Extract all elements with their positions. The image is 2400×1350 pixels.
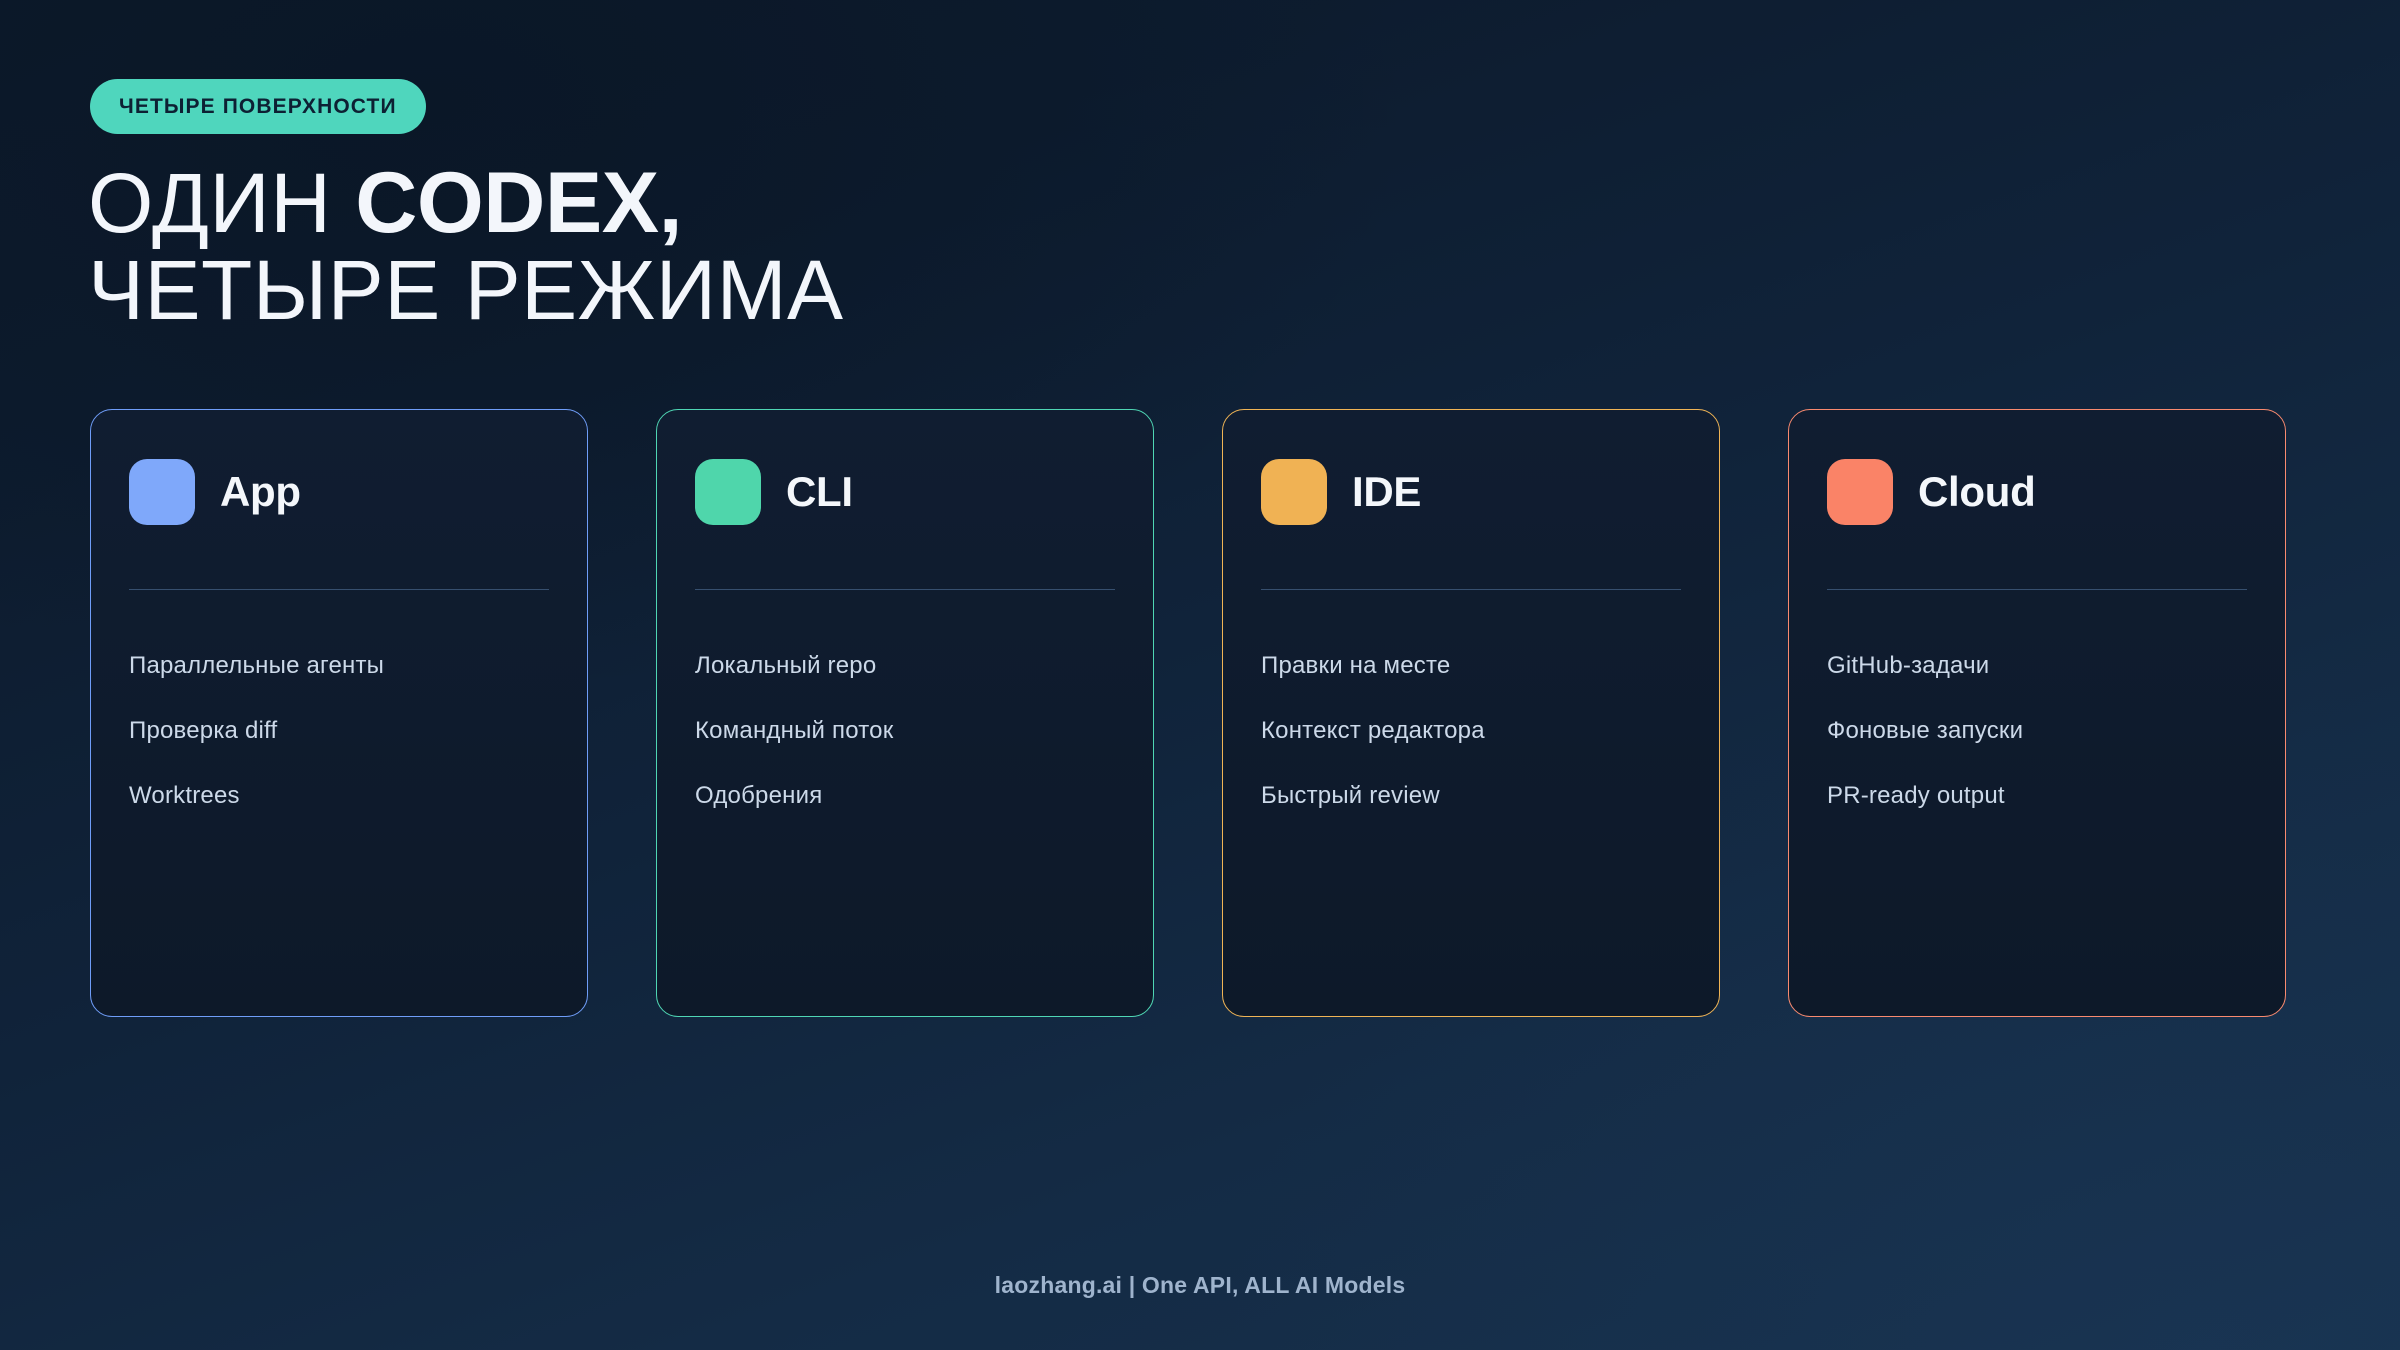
list-item: Командный поток [695, 717, 894, 744]
eyebrow-badge-label: ЧЕТЫРЕ ПОВЕРХНОСТИ [119, 94, 397, 118]
cli-surface-icon [695, 459, 761, 525]
surface-card-title: App [220, 468, 301, 515]
ide-surface-icon [1261, 459, 1327, 525]
surface-card-cloud[interactable]: Cloud GitHub-задачи Фоновые запуски PR-r… [1788, 409, 2286, 1017]
eyebrow-badge: ЧЕТЫРЕ ПОВЕРХНОСТИ [90, 79, 426, 134]
card-divider [695, 589, 1115, 590]
app-surface-icon [129, 459, 195, 525]
list-item: GitHub-задачи [1827, 652, 1990, 679]
page-title-light-part: ОДИН [88, 156, 356, 250]
page-title-line-1: ОДИН CODEX, [88, 159, 844, 248]
list-item: Одобрения [695, 782, 823, 809]
card-divider [129, 589, 549, 590]
surface-card-header: CLI [695, 452, 1115, 532]
page-title-strong-part: CODEX, [355, 155, 682, 251]
surface-feature-list: Локальный repo Командный поток Одобрения [695, 634, 1115, 829]
list-item: Параллельные агенты [129, 652, 385, 679]
footer-attribution-text: laozhang.ai | One API, ALL AI Models [994, 1272, 1406, 1298]
surface-card-header: Cloud [1827, 452, 2247, 532]
list-item: Контекст редактора [1261, 717, 1485, 744]
cloud-surface-icon [1827, 459, 1893, 525]
surface-card-app[interactable]: App Параллельные агенты Проверка diff Wo… [90, 409, 588, 1017]
surface-feature-list: Правки на месте Контекст редактора Быстр… [1261, 634, 1681, 829]
surface-feature-list: Параллельные агенты Проверка diff Worktr… [129, 634, 549, 829]
list-item: Правки на месте [1261, 652, 1451, 679]
surface-feature-list: GitHub-задачи Фоновые запуски PR-ready o… [1827, 634, 2247, 829]
surface-card-title: CLI [786, 468, 853, 515]
surface-card-ide[interactable]: IDE Правки на месте Контекст редактора Б… [1222, 409, 1720, 1017]
page-title: ОДИН CODEX, ЧЕТЫРЕ РЕЖИМА [88, 159, 844, 337]
card-divider [1827, 589, 2247, 590]
surface-card-title: IDE [1352, 468, 1422, 515]
list-item: Быстрый review [1261, 782, 1440, 809]
list-item: Локальный repo [695, 652, 877, 679]
list-item: PR-ready output [1827, 782, 2005, 809]
list-item: Проверка diff [129, 717, 278, 744]
list-item: Worktrees [129, 782, 240, 809]
surface-card-header: IDE [1261, 452, 1681, 532]
footer-attribution: laozhang.ai | One API, ALL AI Models [0, 1272, 2400, 1299]
surface-card-cli[interactable]: CLI Локальный repo Командный поток Одобр… [656, 409, 1154, 1017]
surface-cards-row: App Параллельные агенты Проверка diff Wo… [90, 409, 2286, 1017]
page-title-line-2: ЧЕТЫРЕ РЕЖИМА [88, 242, 844, 337]
surface-card-title: Cloud [1918, 468, 2036, 515]
surface-card-header: App [129, 452, 549, 532]
card-divider [1261, 589, 1681, 590]
list-item: Фоновые запуски [1827, 717, 2024, 744]
